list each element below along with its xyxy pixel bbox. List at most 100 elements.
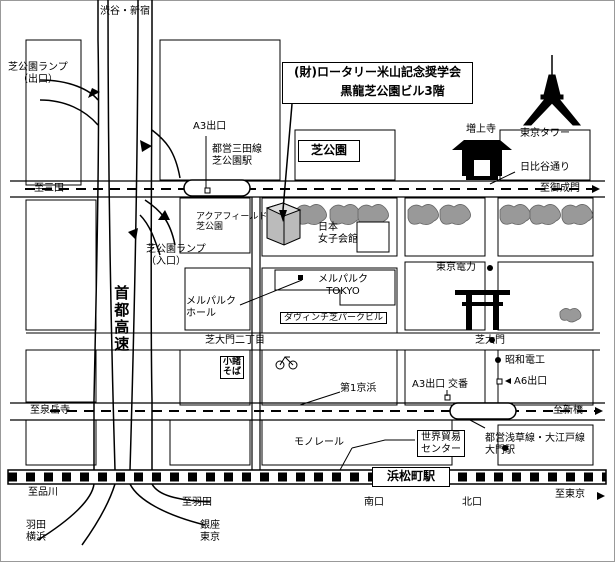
- a3-exit-bottom-label: A3出口: [412, 379, 446, 390]
- wtc-line1: 世界貿易: [421, 432, 461, 443]
- hibiya-leader: [489, 171, 516, 185]
- exit-ramp-label: 芝公園ランプ （出口）: [8, 62, 68, 85]
- south-exit-label: 南口: [364, 497, 384, 508]
- arrow-shinbashi: [595, 407, 603, 415]
- block: [497, 424, 594, 466]
- hamamatsucho-station-label: 浜松町駅: [372, 467, 451, 487]
- direction-haneda-yokohama: 羽田 横浜: [26, 520, 46, 543]
- ginza-line: 銀座: [200, 520, 220, 531]
- monorail-line-lower: [339, 447, 353, 471]
- arrow-tokyo: [597, 492, 605, 500]
- entry-ramp-name: 芝公園ランプ: [146, 244, 206, 255]
- direction-arrows: [592, 185, 605, 500]
- world-trade-center-label: 世界貿易 センター: [417, 430, 465, 457]
- block: [25, 419, 97, 466]
- park-trees: [295, 204, 593, 323]
- highway-label: 首都高速: [112, 285, 131, 353]
- shibakoen-station-name: 芝公園駅: [212, 155, 252, 167]
- melparque-tokyo-box: [274, 269, 396, 306]
- block: [497, 261, 594, 331]
- asakusa-line-name: 都営浅草線・大江戸線: [485, 433, 585, 444]
- ramp-arrow: [140, 140, 152, 152]
- daimon-station-name: 大門駅: [485, 444, 515, 456]
- asakusa-station-label: 都営浅草線・大江戸線 大門駅: [485, 433, 585, 456]
- bicycle-icon: [275, 356, 298, 370]
- direction-shibuya-shinjuku: 渋谷・新宿: [100, 6, 150, 17]
- shibadaimon-label: 芝大門: [475, 335, 505, 346]
- exit-ramp-name: 芝公園ランプ: [8, 62, 68, 73]
- daimon-station-dot: [502, 445, 508, 451]
- leader-lines: [205, 136, 516, 471]
- koban-label: 交番: [448, 379, 468, 390]
- monorail-label: モノレール: [294, 437, 344, 448]
- komoro-soba-label: 小諸 そば: [220, 356, 245, 379]
- showa-denko-label: 昭和電工: [505, 355, 545, 366]
- jr-railway: [7, 469, 607, 485]
- wtc-line2: センター: [421, 443, 461, 455]
- direction-mita: 至三田: [34, 183, 64, 194]
- callout-arrowhead: [279, 210, 287, 222]
- daiichi-keihin-leader: [299, 391, 341, 406]
- a3-exit-marker-top: [204, 187, 211, 194]
- aquafield-name: アクアフィールド: [196, 212, 268, 222]
- melparque-hall-leader: [239, 279, 303, 306]
- office-callout: (財)ロータリー米山記念奨学会 黒龍芝公園ビル3階: [282, 62, 473, 104]
- nihon-line: 日本: [318, 222, 338, 233]
- exit-ramp-sub: （出口）: [18, 73, 58, 85]
- block: [179, 197, 251, 254]
- soba-line: そば: [223, 367, 242, 378]
- nihon-joshi-kaikan-box: [356, 221, 390, 253]
- hibiya-street-label: 日比谷通り: [520, 162, 570, 173]
- showa-denko-dot: [495, 357, 501, 363]
- melparque-tokyo-name: メルパルク: [318, 274, 368, 285]
- ramp-arrows: [88, 88, 170, 240]
- direction-shinagawa: 至品川: [28, 487, 58, 498]
- daimon-dot: [489, 337, 495, 343]
- shibakoen-station-platform: [183, 179, 251, 197]
- haneda-line: 羽田: [26, 520, 46, 531]
- north-exit-label: 北口: [462, 497, 482, 508]
- direction-tokyo: 至東京: [555, 489, 585, 500]
- block: [25, 199, 97, 331]
- tokyo-denryoku-dot: [487, 265, 493, 271]
- aquafield-sub: 芝公園: [196, 222, 224, 233]
- a6-exit-label: A6出口: [514, 376, 548, 387]
- nihon-joshi-kaikan-label: 日本 女子会館: [318, 222, 358, 245]
- melparque-tokyo-sub: TOKYO: [326, 285, 360, 297]
- block: [169, 419, 251, 466]
- tokyo-tower-icon: [522, 55, 582, 126]
- block: [261, 349, 398, 406]
- a6-exit-marker: [496, 378, 503, 385]
- a6-exit-arrow: [505, 378, 511, 384]
- entry-ramp-label: 芝公園ランプ （入口）: [146, 244, 206, 267]
- arrow-onarimon: [592, 185, 600, 193]
- exit-ramp-arrow: [88, 88, 100, 98]
- yokohama-line: 横浜: [26, 531, 46, 543]
- tokyo-denryoku-label: 東京電力: [436, 262, 476, 273]
- entry-ramp-sub: （入口）: [146, 255, 186, 267]
- block: [159, 39, 281, 181]
- komoro-line: 小諸: [223, 357, 242, 367]
- entry-ramp-arrow: [158, 210, 170, 220]
- callout-leader: [282, 103, 293, 211]
- zojoji-label: 増上寺: [466, 124, 496, 135]
- zojoji-temple-icon: [452, 140, 512, 180]
- direction-shinbashi: 至新橋: [553, 405, 583, 416]
- torii-gate-icon: [455, 290, 510, 330]
- joshi-kaikan-line: 女子会館: [318, 233, 358, 245]
- melparque-tokyo-label: メルパルク TOKYO: [318, 274, 368, 297]
- melparque-entrance-mark: [298, 275, 303, 280]
- callout-line1: (財)ロータリー米山記念奨学会: [294, 65, 461, 79]
- melparque-hall-sub: ホール: [186, 307, 216, 319]
- shiba-park-label: 芝公園: [298, 140, 361, 162]
- mita-line-name: 都営三田線: [212, 144, 262, 155]
- tokyo-line: 東京: [200, 531, 220, 543]
- block: [497, 349, 594, 406]
- tokyo-tower-label: 東京タワー: [520, 128, 570, 139]
- block: [25, 349, 97, 403]
- mita-line-station-label: 都営三田線 芝公園駅: [212, 144, 262, 167]
- block: [184, 267, 251, 331]
- davinci-building-label: ダヴィンチ芝パークビル: [280, 312, 388, 325]
- direction-haneda: 至羽田: [182, 497, 212, 508]
